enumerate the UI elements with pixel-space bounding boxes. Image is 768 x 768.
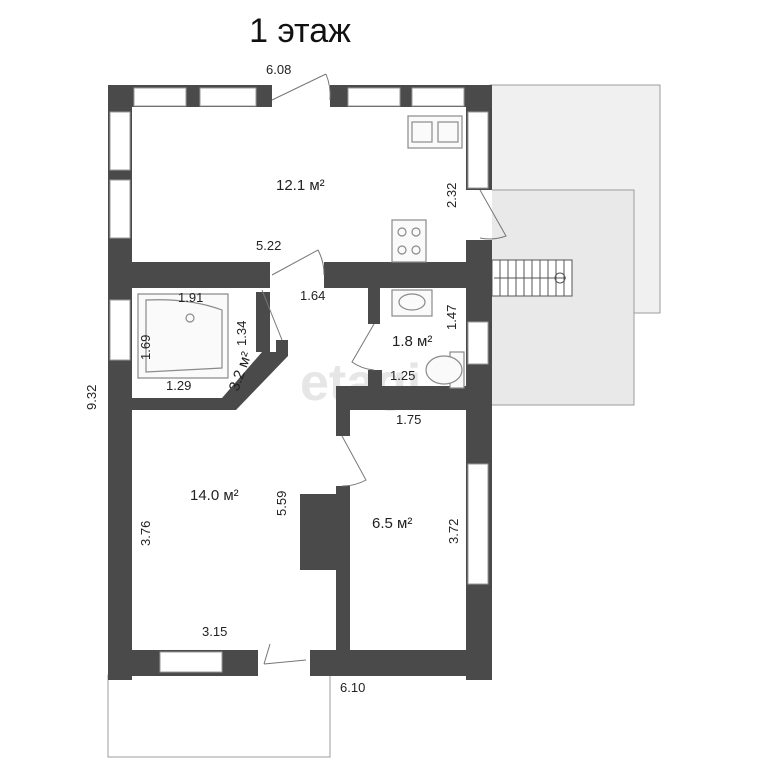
dim-hall-width: 1.64 — [300, 288, 325, 303]
porch — [489, 189, 635, 406]
dim-hall-height: 5.59 — [274, 491, 289, 516]
doors — [256, 73, 507, 676]
bedroom-area-label: 6.5 м² — [372, 515, 412, 532]
bathtub-icon — [137, 293, 229, 379]
dim-bath-bottom: 1.29 — [166, 378, 191, 393]
stairs — [491, 259, 573, 297]
windows — [109, 87, 489, 673]
dim-bottom-width: 6.10 — [340, 680, 365, 695]
dim-bedroom-height: 3.72 — [446, 519, 461, 544]
kitchen-area-label: 12.1 м² — [276, 177, 325, 194]
dim-kitchen-wall: 5.22 — [256, 238, 281, 253]
washbasin-icon — [391, 289, 433, 317]
balcony — [107, 674, 331, 758]
dim-kitchen-side: 2.32 — [444, 183, 459, 208]
dim-wc-height: 1.47 — [444, 305, 459, 330]
stove-icon — [391, 219, 427, 263]
dim-bath-width: 1.91 — [178, 290, 203, 305]
dim-wc-width: 1.25 — [390, 368, 415, 383]
dim-living-bottom: 3.15 — [202, 624, 227, 639]
dim-bedroom-width: 1.75 — [396, 412, 421, 427]
toilet-icon — [425, 351, 465, 389]
floor-title: 1 этаж — [249, 12, 351, 50]
dim-left-height: 9.32 — [84, 385, 99, 410]
dim-living-height: 3.76 — [138, 521, 153, 546]
kitchen-sink-icon — [407, 115, 463, 149]
living-area-label: 14.0 м² — [190, 487, 239, 504]
dim-bath-height: 1.69 — [138, 335, 153, 360]
dim-top-width: 6.08 — [266, 62, 291, 77]
dim-bath-depth: 1.34 — [234, 321, 249, 346]
wc-area-label: 1.8 м² — [392, 333, 432, 350]
